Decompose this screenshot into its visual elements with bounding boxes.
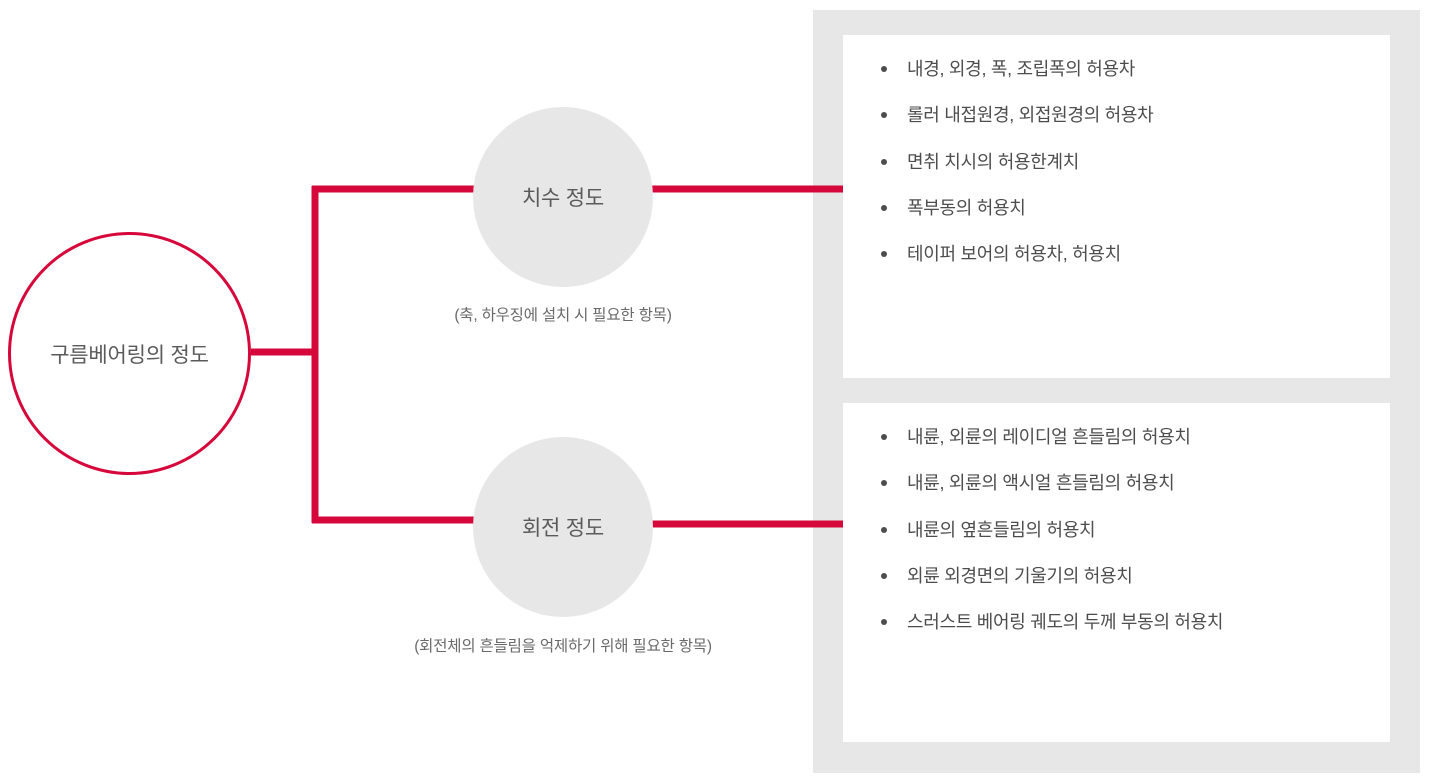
content-card-dimensional: 내경, 외경, 폭, 조립폭의 허용차 롤러 내접원경, 외접원경의 허용차 면…	[843, 35, 1390, 378]
bullet-list-rotational: 내륜, 외륜의 레이디얼 흔들림의 허용치 내륜, 외륜의 액시얼 흔들림의 허…	[877, 425, 1362, 634]
branch-node-label: 치수 정도	[521, 187, 605, 210]
content-card-rotational: 내륜, 외륜의 레이디얼 흔들림의 허용치 내륜, 외륜의 액시얼 흔들림의 허…	[843, 403, 1390, 742]
bullet-list-dimensional: 내경, 외경, 폭, 조립폭의 허용차 롤러 내접원경, 외접원경의 허용차 면…	[877, 57, 1362, 266]
branch-caption-dimensional: (축, 하우징에 설치 시 필요한 항목)	[454, 307, 672, 324]
branch-node-rotational[interactable]: 회전 정도	[473, 437, 653, 617]
list-item: 내륜, 외륜의 액시얼 흔들림의 허용치	[877, 471, 1362, 495]
list-item: 테이퍼 보어의 허용차, 허용치	[877, 242, 1362, 266]
list-item: 면취 치시의 허용한계치	[877, 150, 1362, 174]
branch-node-label: 회전 정도	[521, 517, 605, 540]
list-item: 스러스트 베어링 궤도의 두께 부동의 허용치	[877, 610, 1362, 634]
root-node[interactable]: 구름베어링의 정도	[8, 232, 251, 475]
list-item: 내경, 외경, 폭, 조립폭의 허용차	[877, 57, 1362, 81]
list-item: 내륜의 옆흔들림의 허용치	[877, 518, 1362, 542]
root-node-label: 구름베어링의 정도	[50, 343, 209, 367]
list-item: 롤러 내접원경, 외접원경의 허용차	[877, 103, 1362, 127]
list-item: 폭부동의 허용치	[877, 196, 1362, 220]
branch-caption-rotational: (회전체의 흔들림을 억제하기 위해 필요한 항목)	[414, 638, 712, 655]
list-item: 내륜, 외륜의 레이디얼 흔들림의 허용치	[877, 425, 1362, 449]
list-item: 외륜 외경면의 기울기의 허용치	[877, 564, 1362, 588]
branch-node-dimensional[interactable]: 치수 정도	[473, 107, 653, 287]
